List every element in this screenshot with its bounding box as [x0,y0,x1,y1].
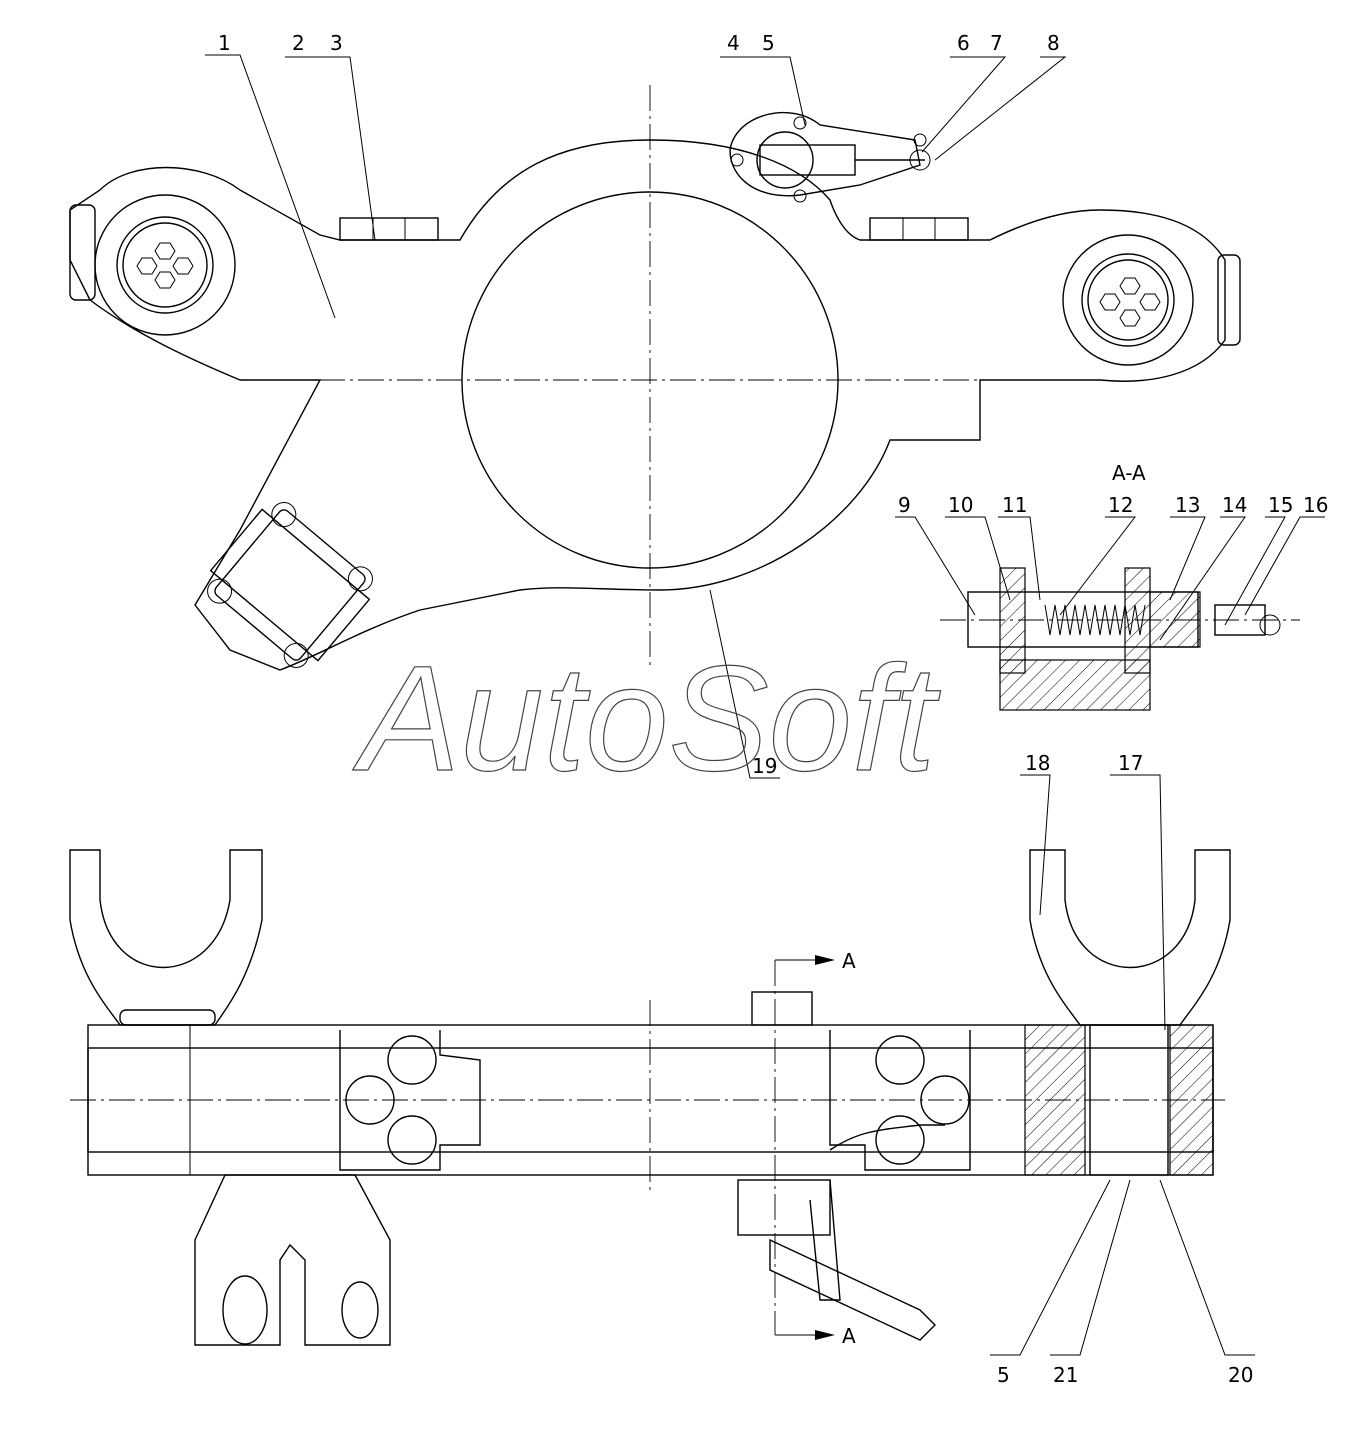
section-a-a [940,567,1300,711]
callout-18: 18 [1025,751,1050,775]
callout-labels: 1 2 3 4 5 6 7 8 9 10 11 12 13 14 15 16 1… [218,31,1328,1387]
callout-7: 7 [990,31,1003,55]
callout-2: 2 [292,31,305,55]
callout-16: 16 [1303,493,1328,517]
section-title: A-A [1112,461,1146,485]
leader-lines [205,54,1325,1356]
callout-19: 19 [752,754,777,778]
callout-14: 14 [1222,493,1247,517]
callout-4: 4 [727,31,740,55]
callout-5-top: 5 [762,31,775,55]
top-view-frame [69,85,1241,671]
callout-6: 6 [957,31,970,55]
callout-3: 3 [330,31,343,55]
section-marker-bottom: A [842,1324,856,1348]
callout-5-bottom: 5 [997,1363,1010,1387]
callout-20: 20 [1228,1363,1253,1387]
bottom-view-frame [69,849,1231,1346]
callout-12: 12 [1108,493,1133,517]
callout-10: 10 [948,493,973,517]
callout-17: 17 [1118,751,1143,775]
callout-1: 1 [218,31,231,55]
watermark: AutoSoft [352,634,941,802]
callout-15: 15 [1268,493,1293,517]
callout-9: 9 [898,493,911,517]
callout-11: 11 [1002,493,1027,517]
callout-13: 13 [1175,493,1200,517]
callout-21: 21 [1053,1363,1078,1387]
callout-8: 8 [1047,31,1060,55]
section-marker-top: A [842,949,856,973]
